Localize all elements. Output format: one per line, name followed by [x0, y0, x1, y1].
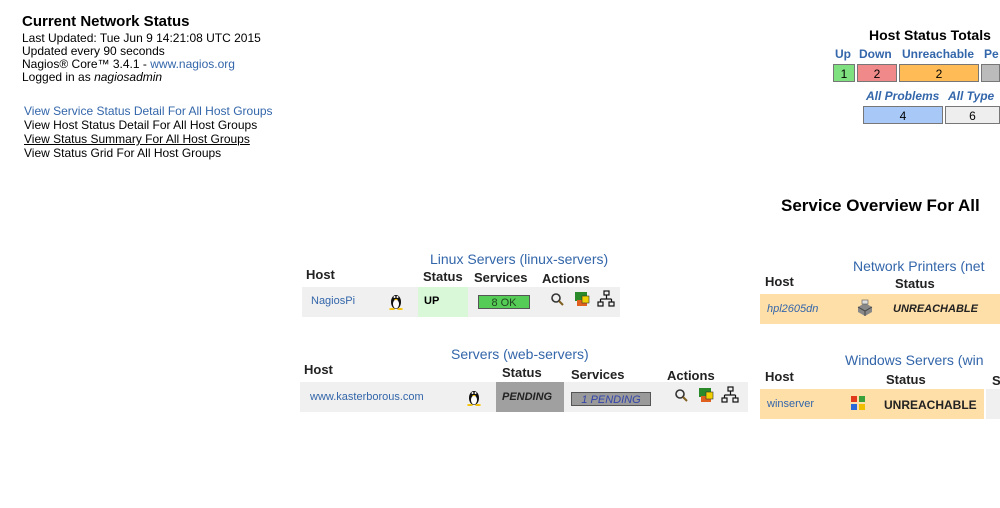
network-map-icon[interactable]: [597, 290, 615, 308]
linux-tux-icon: [389, 295, 403, 310]
page-title: Current Network Status: [22, 13, 190, 30]
windows-col-status: Status: [886, 372, 926, 387]
group-title-web-servers[interactable]: Servers (web-servers): [451, 346, 589, 362]
linux-col-host: Host: [306, 267, 335, 282]
group-title-windows-servers[interactable]: Windows Servers (win: [845, 352, 984, 368]
link-status-summary[interactable]: View Status Summary For All Host Groups: [24, 132, 250, 146]
last-updated: Last Updated: Tue Jun 9 14:21:08 UTC 201…: [22, 31, 261, 45]
totals-unreachable-label[interactable]: Unreachable: [902, 47, 975, 61]
search-icon[interactable]: [550, 292, 565, 307]
nagios-link[interactable]: www.nagios.org: [150, 57, 235, 71]
totals-unreachable-count[interactable]: 2: [899, 64, 979, 82]
linux-col-actions: Actions: [542, 271, 590, 286]
web-col-services: Services: [571, 367, 625, 382]
web-col-host: Host: [304, 362, 333, 377]
totals-pending-label[interactable]: Pe: [984, 47, 999, 61]
update-interval: Updated every 90 seconds: [22, 44, 165, 58]
logged-in-line: Logged in as nagiosadmin: [22, 71, 261, 84]
linux-tux-icon: [467, 391, 481, 406]
windows-row-services-bg: [986, 389, 1000, 419]
printers-row-status-bg: [888, 294, 1000, 324]
totals-up-count[interactable]: 1: [833, 64, 855, 82]
web-row-status-bg: [496, 382, 564, 412]
totals-up-label[interactable]: Up: [835, 47, 851, 61]
linux-col-status: Status: [423, 269, 463, 284]
service-detail-icon[interactable]: [573, 290, 591, 308]
web-row-host-bg: [300, 382, 496, 412]
totals-down-count[interactable]: 2: [857, 64, 897, 82]
link-host-status-detail[interactable]: View Host Status Detail For All Host Gro…: [24, 118, 258, 132]
windows-col-services: S: [992, 373, 1000, 388]
all-problems-count[interactable]: 4: [863, 106, 943, 124]
linux-row-status-bg: [418, 287, 468, 317]
service-detail-icon[interactable]: [697, 386, 715, 404]
logged-in-text: Logged in as: [22, 70, 95, 84]
printer-icon: [857, 299, 873, 316]
web-col-actions: Actions: [667, 368, 715, 383]
all-problems-label[interactable]: All Problems: [866, 89, 940, 103]
web-status-pending: PENDING: [502, 391, 553, 403]
printers-status-unreachable: UNREACHABLE: [893, 303, 978, 315]
host-status-totals-title: Host Status Totals: [869, 27, 991, 43]
link-service-status-detail[interactable]: View Service Status Detail For All Host …: [24, 104, 273, 118]
printers-col-host: Host: [765, 274, 794, 289]
network-status-info: Current Network Status Last Updated: Tue…: [22, 13, 261, 84]
all-types-count[interactable]: 6: [945, 106, 1000, 124]
web-services-pending[interactable]: 1 PENDING: [571, 392, 651, 406]
version-line: Nagios® Core™ 3.4.1 - www.nagios.org: [22, 58, 261, 71]
group-title-network-printers[interactable]: Network Printers (net: [853, 258, 985, 274]
linux-col-services: Services: [474, 270, 528, 285]
logged-in-user: nagiosadmin: [94, 70, 163, 84]
web-host-link[interactable]: www.kasterborous.com: [310, 391, 424, 403]
windows-status-unreachable: UNREACHABLE: [884, 398, 977, 412]
printers-col-status: Status: [895, 276, 935, 291]
search-icon[interactable]: [674, 388, 689, 403]
all-types-label[interactable]: All Type: [948, 89, 995, 103]
totals-pending-count[interactable]: [981, 64, 1000, 82]
network-map-icon[interactable]: [721, 386, 739, 404]
group-title-linux-servers[interactable]: Linux Servers (linux-servers): [430, 251, 609, 267]
web-col-status: Status: [502, 365, 542, 380]
link-status-grid[interactable]: View Status Grid For All Host Groups: [24, 146, 222, 160]
view-links: View Service Status Detail For All Host …: [24, 104, 273, 160]
printers-host-link[interactable]: hpl2605dn: [767, 303, 819, 315]
windows-host-link[interactable]: winserver: [767, 398, 815, 410]
totals-down-label[interactable]: Down: [859, 47, 892, 61]
service-overview-title: Service Overview For All: [781, 196, 980, 215]
version-text: Nagios® Core™ 3.4.1 -: [22, 57, 151, 71]
windows-row-status-bg: [880, 389, 984, 419]
linux-services-ok[interactable]: 8 OK: [478, 295, 530, 309]
windows-logo-icon: [851, 396, 865, 410]
windows-col-host: Host: [765, 369, 794, 384]
linux-status-up: UP: [424, 295, 440, 307]
linux-host-link[interactable]: NagiosPi: [311, 295, 356, 307]
